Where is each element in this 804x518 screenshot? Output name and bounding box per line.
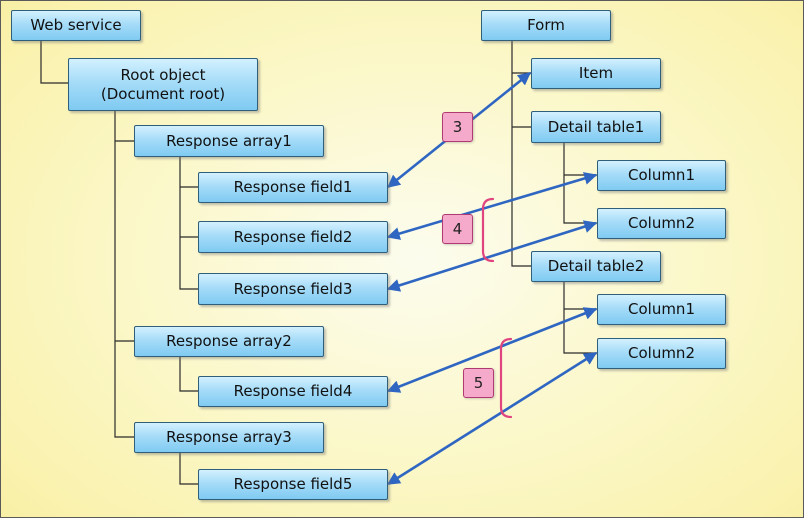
tree-line-array1-fields [179,157,198,290]
tree-line-array3-field5 [179,453,198,485]
item-node: Item [531,58,661,89]
response-array2-node: Response array2 [134,326,324,357]
root-object-node: Root object (Document root) [68,58,258,111]
detail-table1-node: Detail table1 [531,111,661,143]
arrow-field3-dt1-column2 [386,220,598,292]
detail-table2-column2-node: Column2 [597,338,726,369]
tree-line-root-arrays [114,111,134,438]
detail-table2-column1-node: Column1 [597,294,726,325]
response-array1-node: Response array1 [134,125,324,157]
response-array3-node: Response array3 [134,422,324,453]
step-badge-5: 5 [463,368,494,398]
web-service-node: Web service [11,10,141,41]
bracket-4 [481,197,495,263]
response-field1-node: Response field1 [198,172,388,203]
form-node: Form [481,10,611,41]
tree-line-array2-field4 [179,357,198,392]
arrow-field5-dt2-column2 [386,351,598,486]
response-field4-node: Response field4 [198,376,388,407]
step-badge-4: 4 [442,214,473,244]
arrow-field2-dt1-column1 [386,172,598,240]
detail-table1-column1-node: Column1 [597,160,726,191]
tree-line-webservice-root [40,41,68,84]
detail-table1-column2-node: Column2 [597,208,726,239]
bracket-5 [499,337,513,419]
group-brackets [481,197,513,419]
tree-line-table2-columns [563,282,597,354]
response-field5-node: Response field5 [198,469,388,500]
detail-table2-node: Detail table2 [531,251,661,282]
response-field2-node: Response field2 [198,221,388,253]
response-field3-node: Response field3 [198,273,388,305]
step-badge-3: 3 [442,112,473,142]
